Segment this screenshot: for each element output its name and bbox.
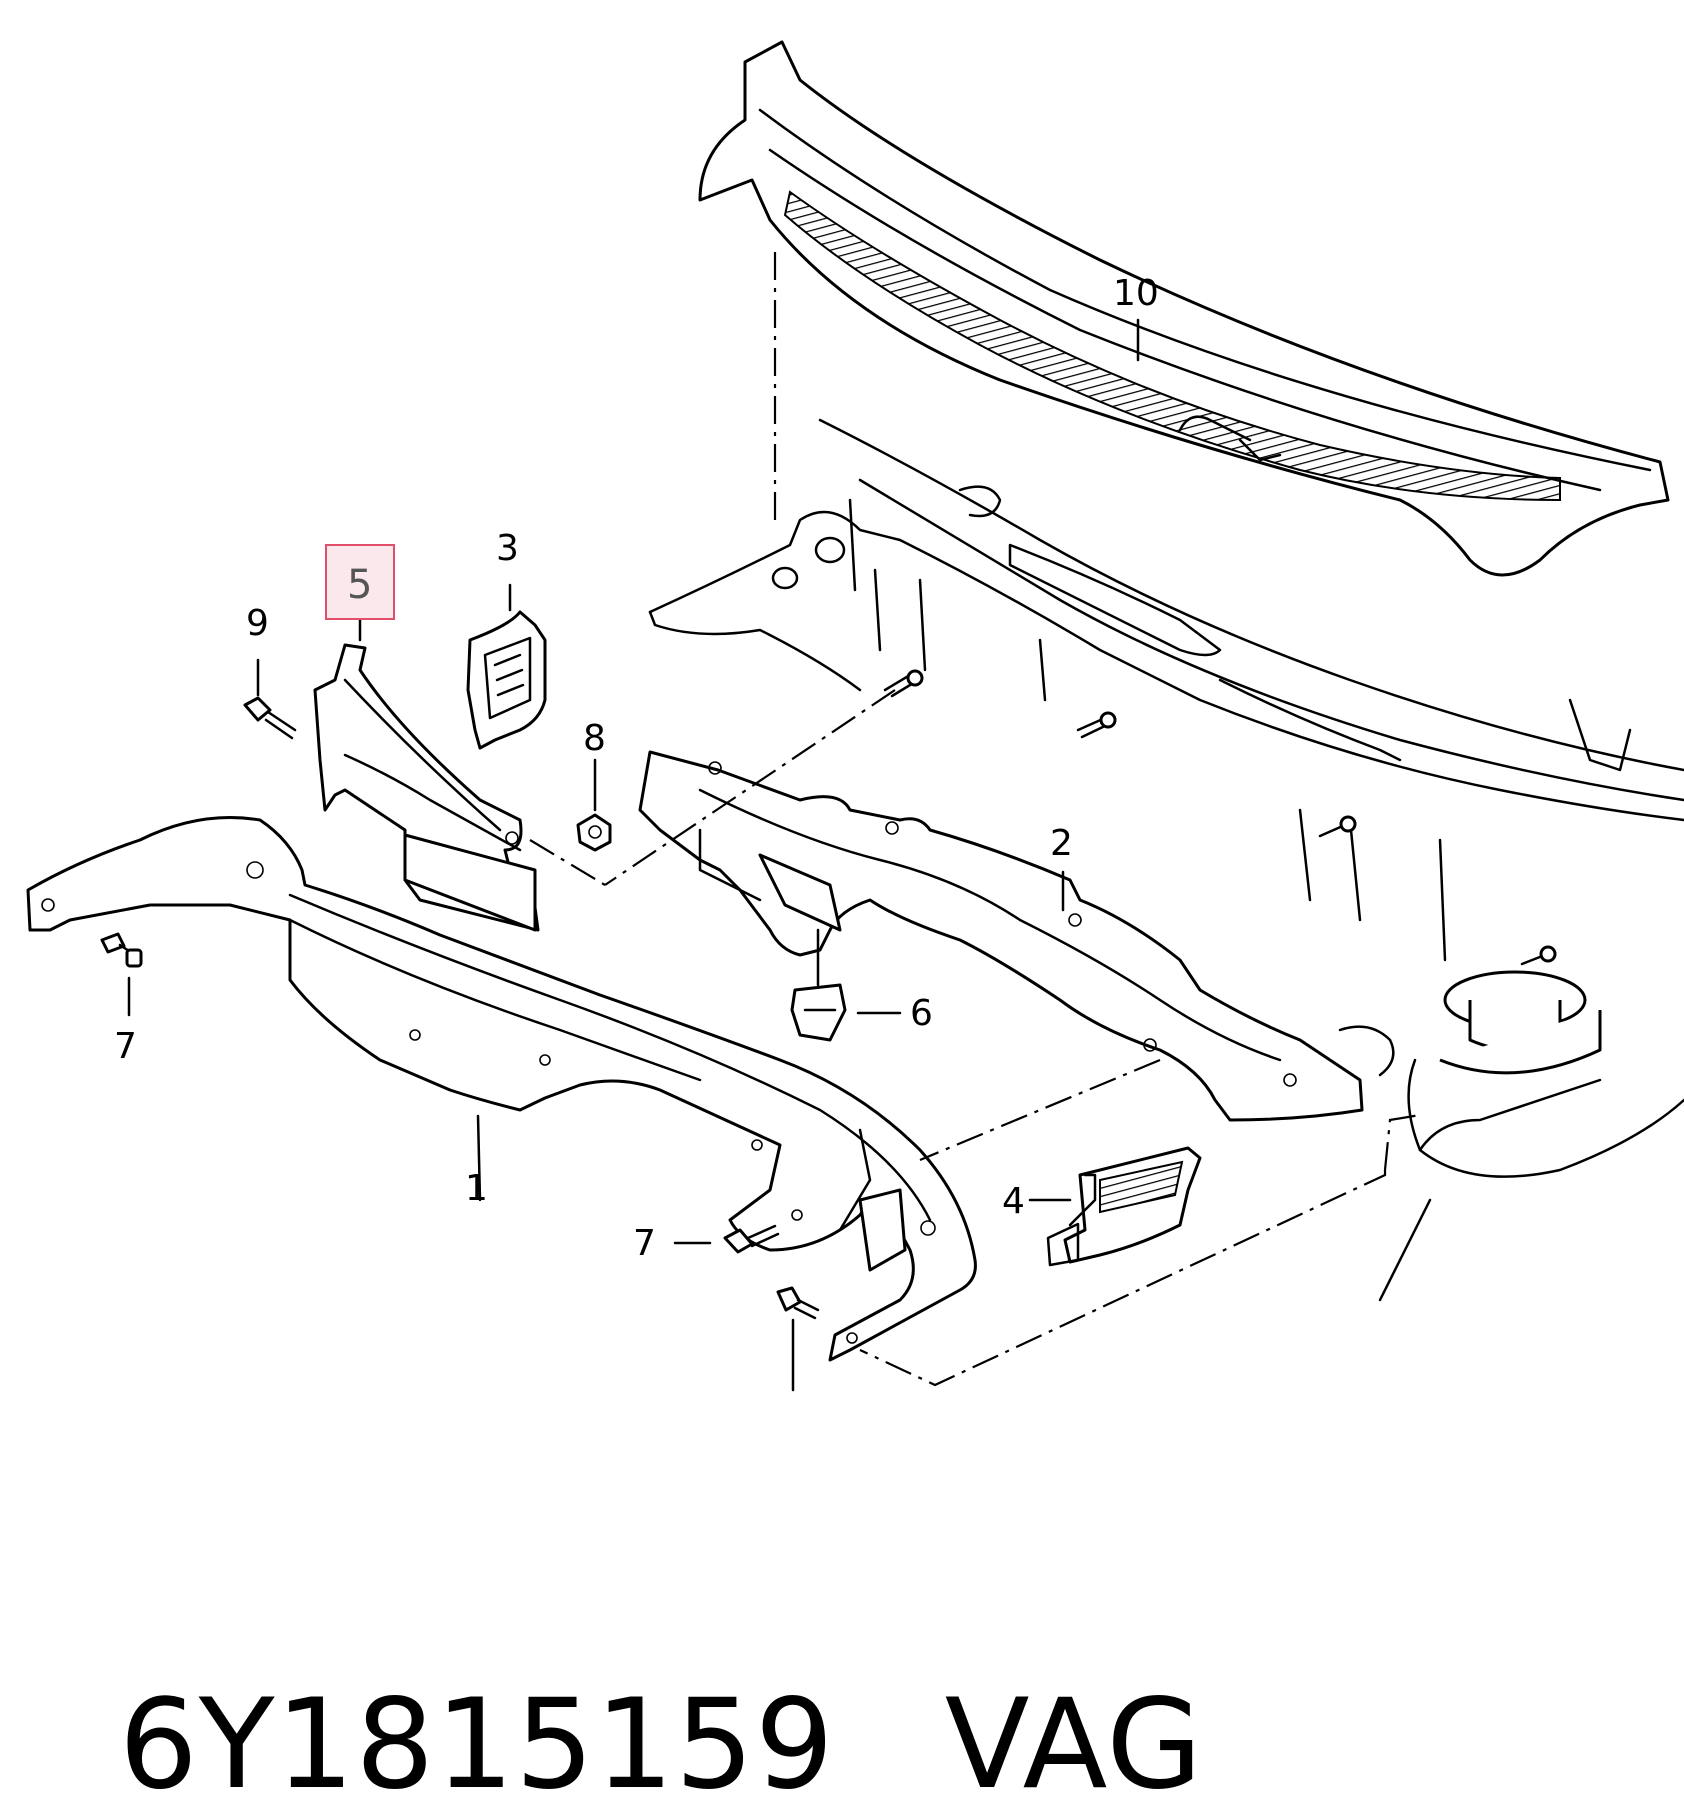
callout-9: 9 <box>246 603 269 644</box>
exploded-parts-diagram: 1 2 3 4 5 6 7 7 7 8 9 10 <box>26 40 1684 1392</box>
part-7-bolt-middle <box>673 1224 780 1254</box>
callout-8: 8 <box>583 718 606 759</box>
callout-1: 1 <box>465 1168 488 1209</box>
callout-6: 6 <box>910 993 933 1034</box>
vehicle-body-structure <box>648 418 1684 1302</box>
callout-7-middle: 7 <box>633 1223 656 1264</box>
part-caption: 6Y1815159 VAG <box>38 1520 1203 1817</box>
part-4-side-trim <box>1028 1146 1202 1267</box>
assembly-lines <box>529 252 1421 1387</box>
part-1-lower-trim <box>26 816 977 1362</box>
callout-10: 10 <box>1113 273 1159 314</box>
part-6-buffer <box>790 928 902 1042</box>
callout-2: 2 <box>1050 823 1073 864</box>
callout-5: 5 <box>347 562 372 608</box>
callout-3: 3 <box>496 528 519 569</box>
part-9-bolt <box>243 658 297 740</box>
part-5-plenum-trim <box>313 608 540 932</box>
part-3-intake-grille <box>466 583 547 750</box>
part-10-plenum-panel <box>698 40 1670 577</box>
part-2-center-cover <box>638 750 1364 1122</box>
callout-leaders <box>1061 318 1140 912</box>
part-7-bolt-lower <box>776 1286 820 1392</box>
callout-4: 4 <box>1002 1181 1025 1222</box>
part-8-nut <box>576 758 612 852</box>
brand-name: VAG <box>944 1673 1204 1817</box>
highlight-box-5 <box>325 544 395 620</box>
part-number: 6Y1815159 <box>118 1673 835 1817</box>
part-7-bolt-left <box>100 932 143 1017</box>
callout-7-left: 7 <box>114 1026 137 1067</box>
